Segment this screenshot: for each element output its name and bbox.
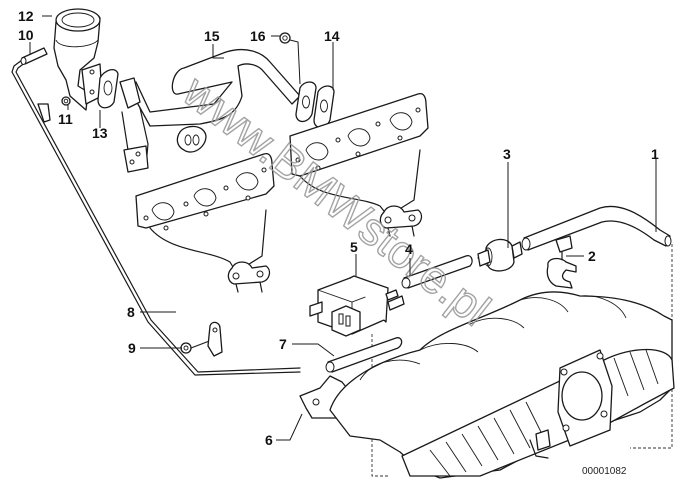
intake-manifold[interactable] [329,291,675,479]
document-number: 00001082 [582,466,627,477]
callout-8[interactable]: 8 [127,304,135,320]
part-2-clamp[interactable] [546,235,577,289]
leader-lines [29,15,657,441]
callout-3[interactable]: 3 [503,146,511,162]
callout-2[interactable]: 2 [588,248,596,264]
callout-12[interactable]: 12 [18,8,34,24]
part-1-pipe[interactable] [521,205,673,449]
callout-16[interactable]: 16 [250,28,266,44]
callout-1[interactable]: 1 [651,146,659,162]
callout-7[interactable]: 7 [279,336,287,352]
part-11-nut[interactable] [61,96,71,106]
exhaust-manifold-rear[interactable] [289,92,429,237]
callout-9[interactable]: 9 [128,340,136,356]
callout-4[interactable]: 4 [405,241,413,257]
part-15-pipe[interactable] [119,48,301,173]
part-8-rod[interactable] [11,59,301,376]
part-3-damper[interactable] [477,238,523,272]
callout-14[interactable]: 14 [324,28,340,44]
exhaust-manifold-front[interactable] [135,152,275,293]
callout-6[interactable]: 6 [265,432,273,448]
part-10-hose[interactable] [20,47,48,65]
callout-5[interactable]: 5 [350,239,358,255]
part-14-gasket[interactable] [295,81,335,129]
callout-10[interactable]: 10 [18,27,34,43]
part-16-nut[interactable] [279,32,301,85]
callout-13[interactable]: 13 [92,125,108,141]
part-4-hose[interactable] [401,255,473,289]
part-13-gasket[interactable] [97,68,119,109]
part-7-hose[interactable] [325,337,403,373]
part-12-valve[interactable] [53,8,103,111]
callouts: 12 10 11 13 15 16 14 3 1 2 4 5 8 9 7 6 [18,8,659,448]
part-9-nut[interactable] [180,321,223,357]
callout-11[interactable]: 11 [58,111,73,127]
part-5-solenoid-valve[interactable] [309,275,405,477]
callout-15[interactable]: 15 [204,28,220,44]
